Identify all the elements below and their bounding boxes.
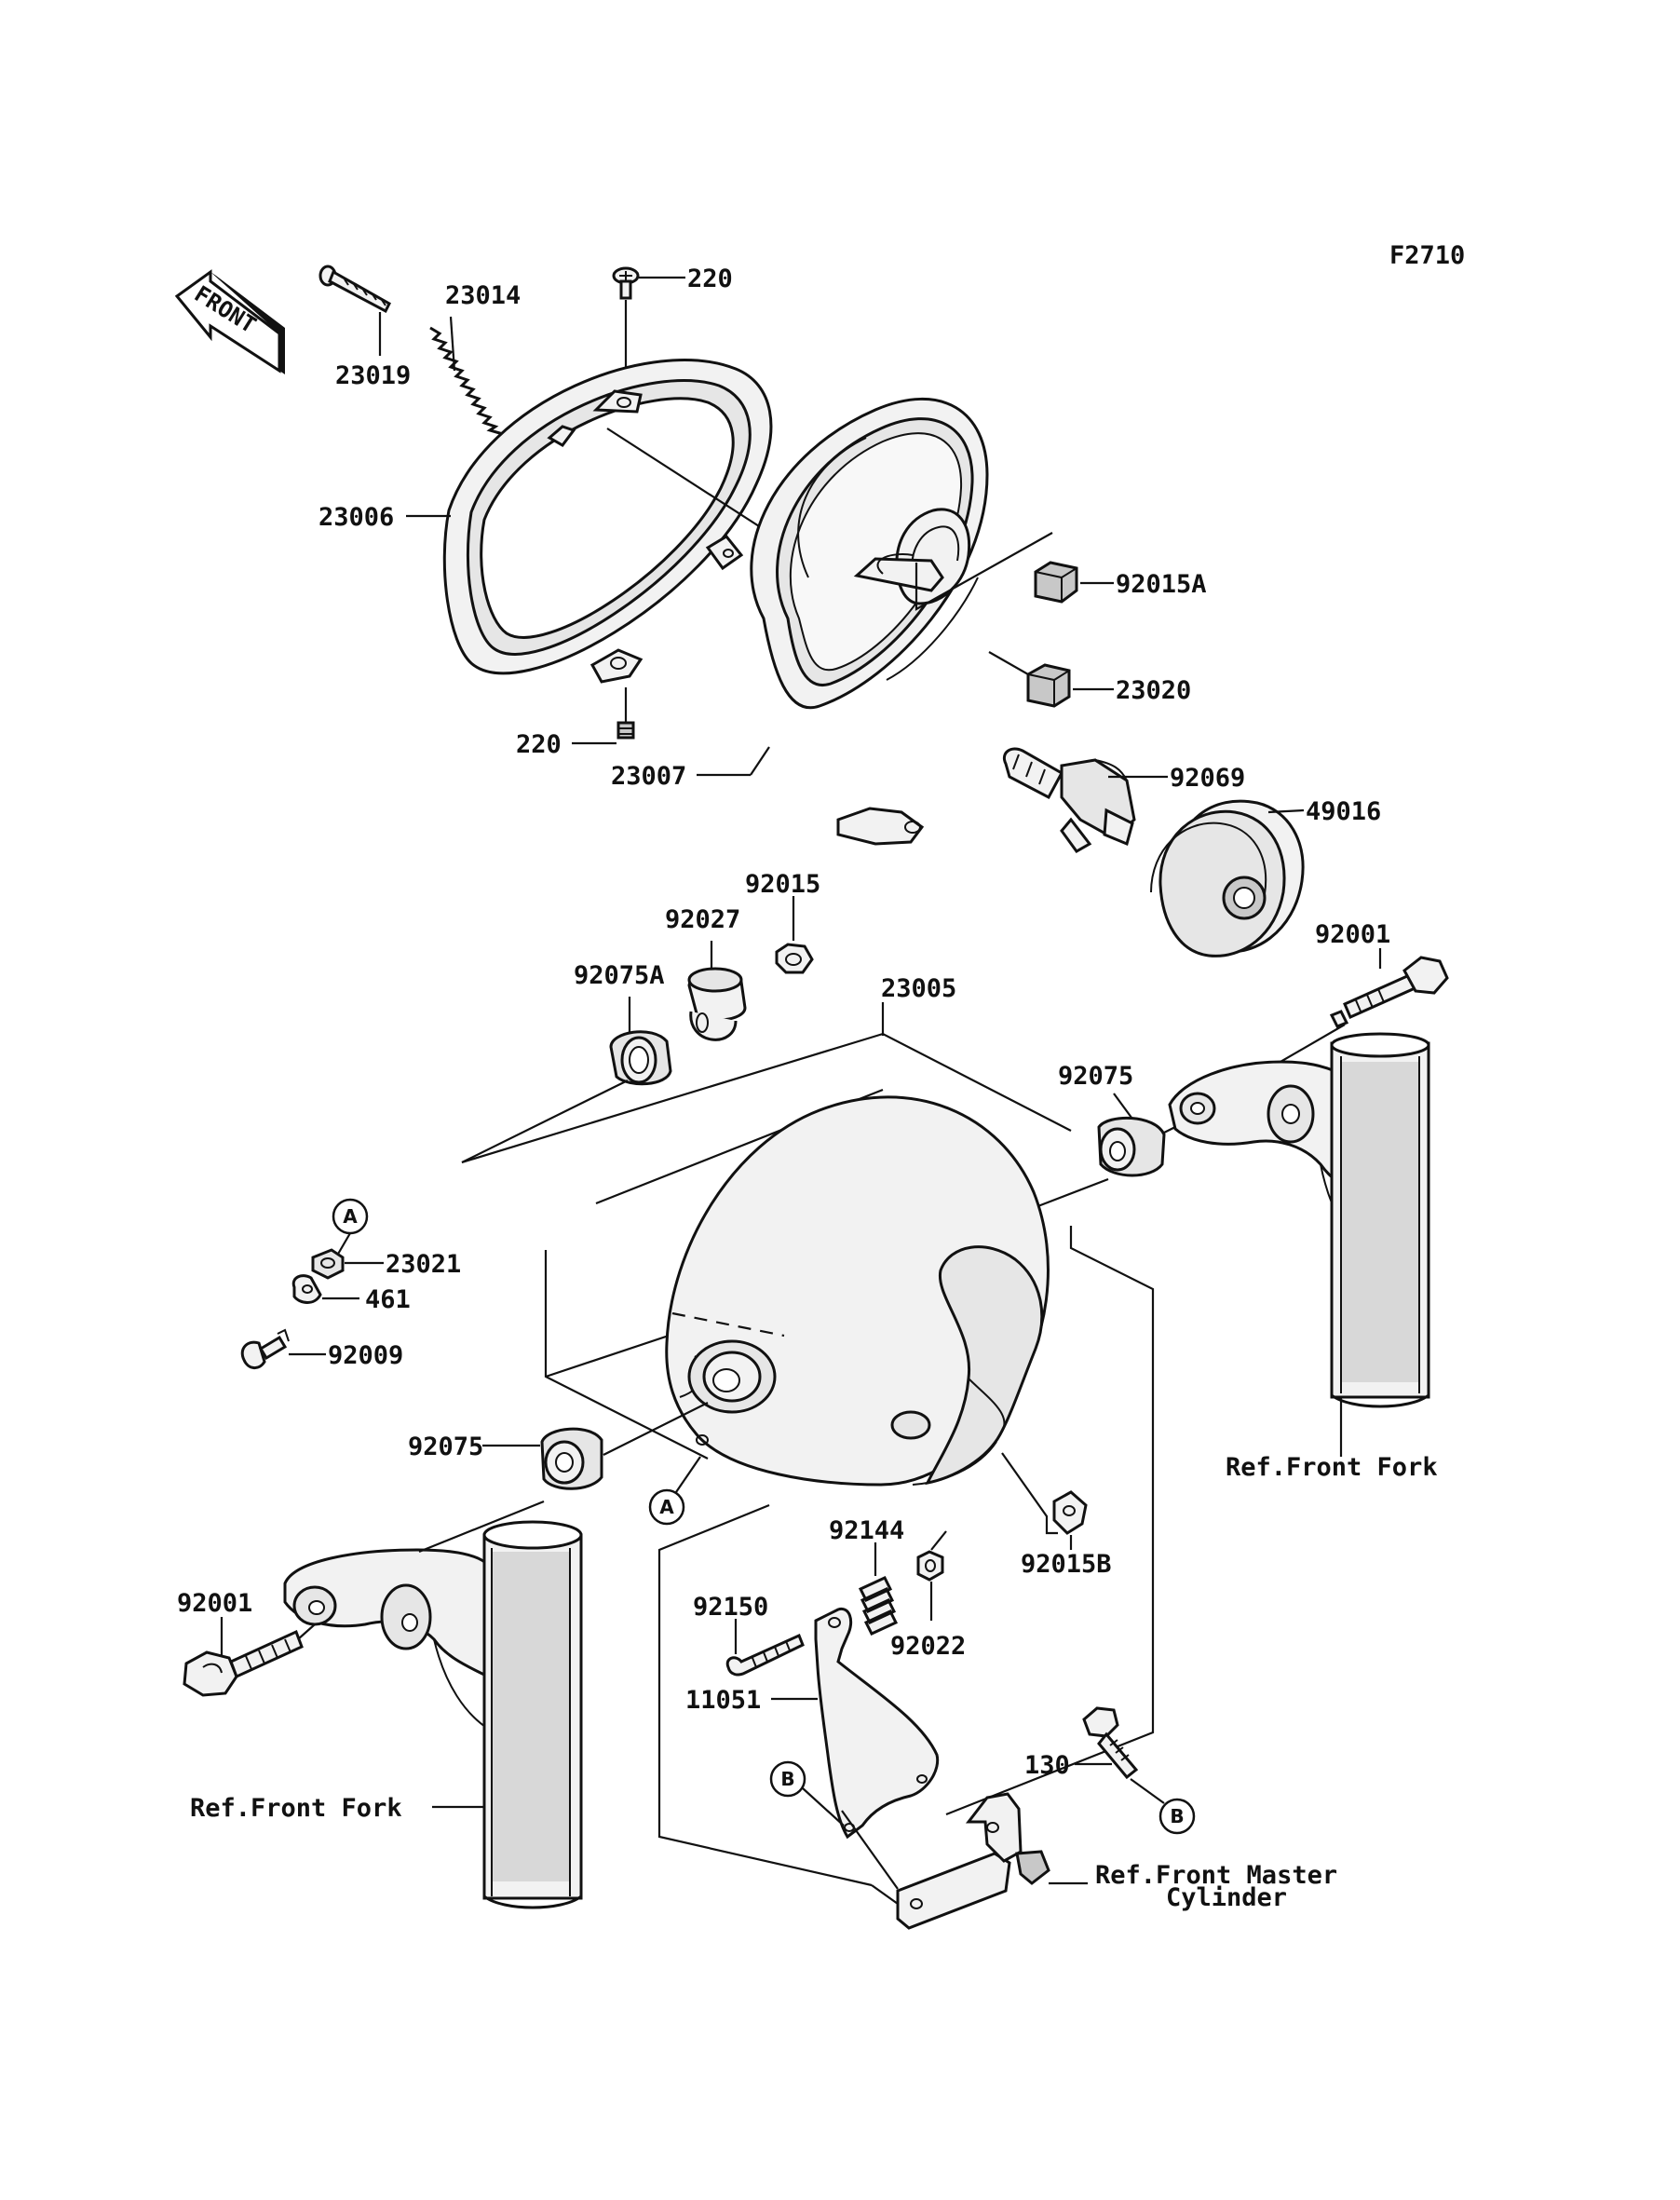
label-92015A: 92015A [1116,570,1207,599]
label-92069: 92069 [1170,764,1245,793]
mounting-plate-bracket [896,1792,1088,1930]
grommet-92075-left [482,1402,709,1490]
label-92022: 92022 [890,1632,966,1661]
label-92009: 92009 [328,1341,403,1370]
label-49016: 49016 [1306,797,1381,826]
front-fork-tube-right [1330,1032,1430,1457]
screw-92150 [725,1619,805,1677]
front-fork-tube-left [432,1520,583,1909]
collar-92027 [687,941,747,1041]
nut-23021 [311,1248,384,1280]
screw-220-bottom [572,687,635,745]
figure-code: F2710 [1389,241,1465,270]
label-11051: 11051 [685,1686,761,1715]
assembly-leader-frame [657,1503,873,1887]
grommet-92075-right [1097,1093,1195,1177]
label-92144: 92144 [829,1516,904,1545]
spring-23014 [429,316,504,436]
headlight-rim-23006 [406,359,802,684]
label-92015B: 92015B [1021,1550,1112,1579]
headlight-bracket-left [283,1500,545,1730]
label-92150: 92150 [693,1593,768,1622]
ref-master-cylinder-line1: Ref.Front Master [1095,1861,1337,1890]
bracket-11051 [771,1607,940,1890]
assembly-leader-tail [871,1884,899,1905]
ref-master-cylinder-line2: Cylinder [1166,1883,1287,1912]
nut-insert-92015A [915,532,1114,611]
label-23014: 23014 [445,281,521,310]
label-92075-right: 92075 [1058,1062,1133,1091]
headlight-unit-23007 [697,397,989,846]
label-92001-right: 92001 [1315,920,1390,949]
bulb-cap-49016 [1150,799,1305,957]
screw-220-top [612,266,685,410]
ref-front-fork-left: Ref.Front Fork [190,1794,402,1823]
marker-b-left-text: B [780,1768,794,1790]
label-23007: 23007 [611,762,686,791]
ref-front-fork-right: Ref.Front Fork [1226,1453,1438,1482]
bolt-130 [1075,1706,1165,1804]
label-461: 461 [365,1285,411,1314]
adjuster-nut-23020 [988,651,1114,708]
headlight-housing-23005 [665,1095,1050,1487]
grommet-92075A [461,997,672,1163]
marker-b-left: B [769,1760,845,1827]
marker-a-top-text: A [343,1205,358,1228]
label-92027: 92027 [665,905,740,934]
label-92015: 92015 [745,870,820,899]
label-23019: 23019 [335,361,411,390]
label-130: 130 [1024,1751,1070,1780]
label-23006: 23006 [318,503,394,532]
label-92075A: 92075A [574,961,665,990]
label-23021: 23021 [386,1250,461,1279]
label-92001-left: 92001 [177,1589,252,1618]
headlight-bulb-92069 [1003,747,1168,853]
label-220-bottom: 220 [516,730,562,759]
marker-a-bottom-text: A [659,1496,674,1518]
marker-a-top: A [332,1198,369,1256]
front-direction-arrow-icon: FRONT [174,269,285,374]
bolt-92001-left [183,1617,316,1697]
headlight-bracket-right [1168,1060,1371,1255]
label-23005: 23005 [881,974,956,1003]
label-220-top: 220 [687,265,733,293]
screw-92009 [240,1328,326,1369]
marker-a-bottom: A [648,1456,701,1526]
label-92075-left: 92075 [408,1433,483,1461]
marker-b-right-text: B [1170,1805,1184,1827]
washer-461 [291,1274,359,1304]
label-23020: 23020 [1116,676,1191,705]
marker-b-right: B [1158,1798,1196,1835]
nut-92022 [916,1530,947,1621]
nut-92015 [775,896,814,974]
adjusting-screw-23019 [318,265,391,356]
bolt-92001-right [1238,948,1449,1087]
nut-92015B [1001,1452,1088,1550]
spring-92144 [858,1542,899,1636]
